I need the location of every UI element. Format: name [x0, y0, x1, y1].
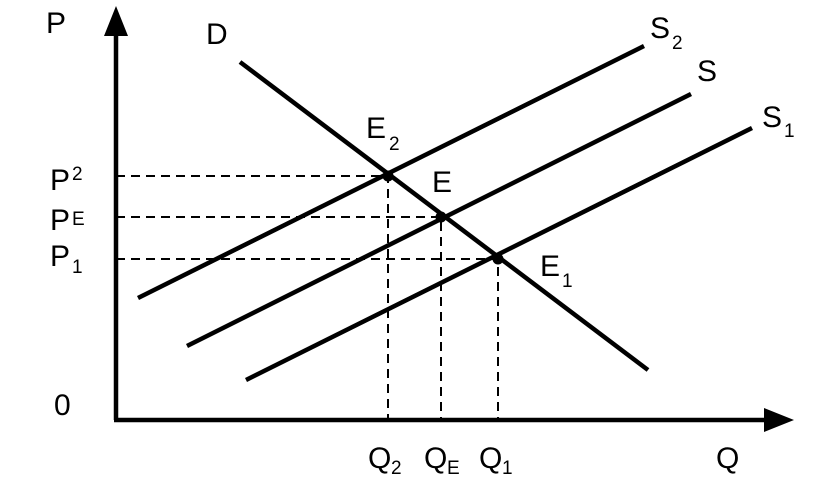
q2-label: Q [368, 442, 391, 475]
qe-label: Q [424, 442, 447, 475]
equilibrium-point-e1 [492, 253, 504, 265]
guide-e2 [116, 175, 389, 420]
e-label: E [432, 166, 452, 199]
origin-label: 0 [54, 389, 71, 422]
x-axis-arrowhead [764, 408, 794, 432]
q1-label: Q [479, 442, 502, 475]
q1-subscript: 1 [502, 458, 513, 479]
guide-e [116, 216, 442, 420]
e2-subscript: 2 [389, 134, 400, 155]
y-axis-label: P [46, 7, 66, 40]
q2-subscript: 2 [391, 458, 402, 479]
p1-subscript: 1 [72, 257, 83, 278]
e1-label: E [540, 250, 560, 283]
qe-subscript: E [447, 458, 460, 479]
pe-label: P [50, 204, 70, 237]
supply-s1-label: S [762, 101, 782, 134]
supply-s2-label: S [650, 12, 670, 45]
e1-subscript: 1 [562, 271, 573, 292]
x-axis-label: Q [716, 442, 739, 475]
demand-label: D [206, 18, 228, 51]
equilibrium-point-e2 [382, 170, 394, 182]
e2-label: E [366, 112, 386, 145]
supply-s2-subscript: 2 [672, 33, 683, 54]
supply-s-label: S [697, 55, 717, 88]
supply-s1-subscript: 1 [784, 121, 795, 142]
p2-subscript: 2 [72, 164, 83, 185]
y-axis-arrowhead [104, 6, 128, 36]
p2-label: P [50, 164, 70, 197]
pe-subscript: E [72, 209, 85, 230]
equilibrium-point-e [435, 211, 447, 223]
p1-label: P [50, 240, 70, 273]
